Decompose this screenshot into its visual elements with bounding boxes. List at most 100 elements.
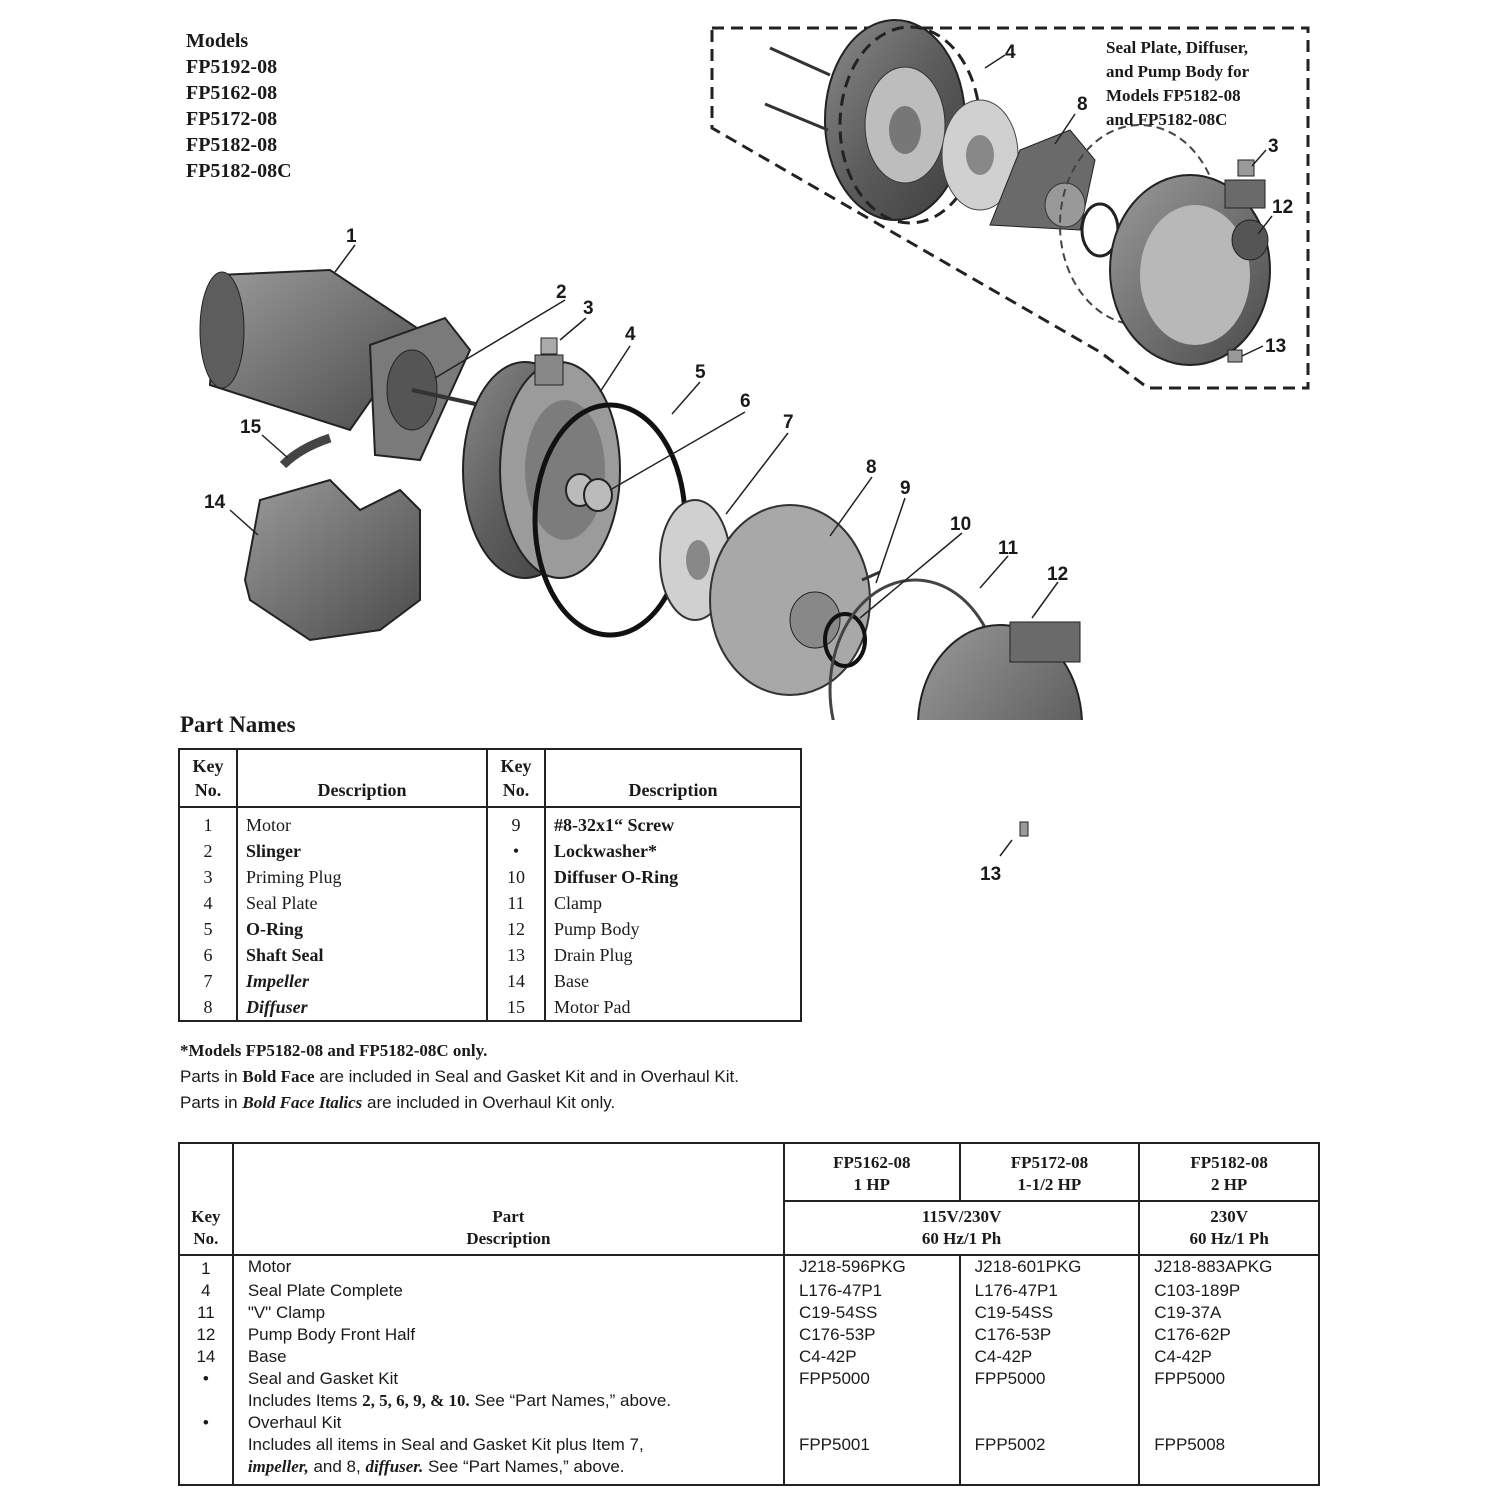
part-number: C4-42P	[783, 1346, 961, 1368]
callout-9: 9	[900, 478, 911, 499]
description-fragment: See “Part Names,” above.	[469, 1391, 672, 1410]
part-number: FPP5002	[959, 1434, 1141, 1456]
part-description: Includes all items in Seal and Gasket Ki…	[232, 1434, 785, 1456]
part-number: C19-54SS	[959, 1302, 1141, 1324]
note-text: Parts in	[180, 1093, 243, 1112]
model-item: FP5172-08	[186, 108, 278, 130]
key-header: Key No.	[179, 1143, 234, 1256]
part-number: C176-53P	[783, 1324, 961, 1346]
part-description: O-Ring	[237, 916, 488, 942]
bold-face-note: Parts in Bold Face are included in Seal …	[180, 1064, 739, 1090]
part-number: FPP5000	[783, 1368, 961, 1390]
inset-frame	[710, 26, 1310, 390]
inset-seal-plate	[764, 19, 982, 225]
part-number	[783, 1412, 961, 1434]
note-text: Parts in	[180, 1067, 243, 1086]
part-description: Drain Plug	[554, 945, 633, 965]
key-number: 9	[487, 807, 546, 838]
parts-row: •Overhaul Kit	[179, 1412, 1319, 1434]
inset-caption-line: Seal Plate, Diffuser,	[1106, 38, 1248, 57]
part-number: J218-883APKG	[1154, 1257, 1273, 1276]
part-description: Pump Body	[554, 919, 640, 939]
exploded-pump-diagram: 1 2 3 4 5 6 7 8 9 10 11 12 15 14 4 8 3 1…	[199, 19, 1310, 720]
callout-6: 6	[740, 391, 751, 412]
description-header: Description	[237, 749, 488, 808]
key-number: 15	[487, 994, 546, 1021]
part-description: Base	[232, 1346, 785, 1368]
part-number	[1139, 1390, 1319, 1412]
bold-italic-note: Parts in Bold Face Italics are included …	[180, 1090, 739, 1116]
key-number: 14	[487, 968, 546, 994]
part-number: J218-601PKG	[959, 1255, 1141, 1280]
part-description: Diffuser O-Ring	[554, 867, 679, 887]
key-header: Key No.	[487, 749, 546, 808]
part-number	[959, 1390, 1141, 1412]
part-description: "V" Clamp	[232, 1302, 785, 1324]
voltage-header: 115V/230V 60 Hz/1 Ph	[783, 1201, 1141, 1256]
motor-pad	[279, 433, 332, 469]
drain-plug-callout: 13	[980, 821, 1029, 885]
part-description: Seal Plate Complete	[232, 1280, 785, 1302]
part-description: Overhaul Kit	[232, 1412, 785, 1434]
key-number	[179, 1434, 234, 1456]
key-number: 12	[487, 916, 546, 942]
part-number: J218-596PKG	[783, 1255, 961, 1280]
callout-1: 1	[346, 226, 357, 247]
description-fragment: Includes Items	[247, 1391, 363, 1410]
part-number: C19-54SS	[783, 1302, 961, 1324]
part-description: Diffuser	[237, 994, 488, 1021]
part-description: Lockwasher*	[554, 841, 657, 861]
part-description: Includes Items 2, 5, 6, 9, & 10. See “Pa…	[232, 1390, 785, 1412]
key-number: 10	[487, 864, 546, 890]
callout-4: 4	[625, 324, 636, 345]
description-fragment: 2, 5, 6, 9, & 10.	[362, 1391, 470, 1410]
models-heading: Models	[186, 30, 249, 52]
model-item: FP5192-08	[186, 56, 278, 78]
voltage-header: 230V 60 Hz/1 Ph	[1139, 1201, 1319, 1256]
inset-caption: Seal Plate, Diffuser, and Pump Body for …	[1106, 36, 1296, 132]
model-name: FP5162-08	[833, 1153, 911, 1172]
part-number	[783, 1390, 961, 1412]
parts-row: impeller, and 8, diffuser. See “Part Nam…	[179, 1456, 1319, 1485]
shaft-seal	[565, 473, 613, 512]
key-number: 11	[487, 890, 546, 916]
key-number: 7	[179, 968, 238, 994]
part-number	[959, 1456, 1141, 1485]
base	[243, 478, 421, 642]
part-description: Motor	[237, 807, 488, 838]
part-description: Priming Plug	[237, 864, 488, 890]
note-emphasis: Bold Face	[242, 1067, 315, 1086]
part-number	[783, 1456, 961, 1485]
part-description: Base	[554, 971, 589, 991]
part-number: FPP5001	[783, 1434, 961, 1456]
part-number: L176-47P1	[783, 1280, 961, 1302]
model-hp: 2 HP	[1210, 1175, 1248, 1194]
models-list: Models FP5192-08 FP5162-08 FP5172-08 FP5…	[186, 28, 292, 184]
inset-callout-3: 3	[1268, 136, 1279, 157]
inset-callout-8: 8	[1077, 94, 1088, 115]
inset-callout-13: 13	[1265, 336, 1286, 357]
description-header: Description	[545, 749, 801, 808]
part-number: C4-42P	[959, 1346, 1141, 1368]
key-number: 1	[179, 1255, 234, 1280]
part-description: Seal and Gasket Kit	[232, 1368, 785, 1390]
key-number: 6	[179, 942, 238, 968]
inset-pump-body	[1109, 159, 1271, 366]
key-number: 3	[179, 864, 238, 890]
model-hp: 1-1/2 HP	[1017, 1175, 1082, 1194]
model-item: FP5182-08	[186, 134, 278, 156]
key-number: 2	[179, 838, 238, 864]
part-number: C4-42P	[1154, 1347, 1212, 1366]
